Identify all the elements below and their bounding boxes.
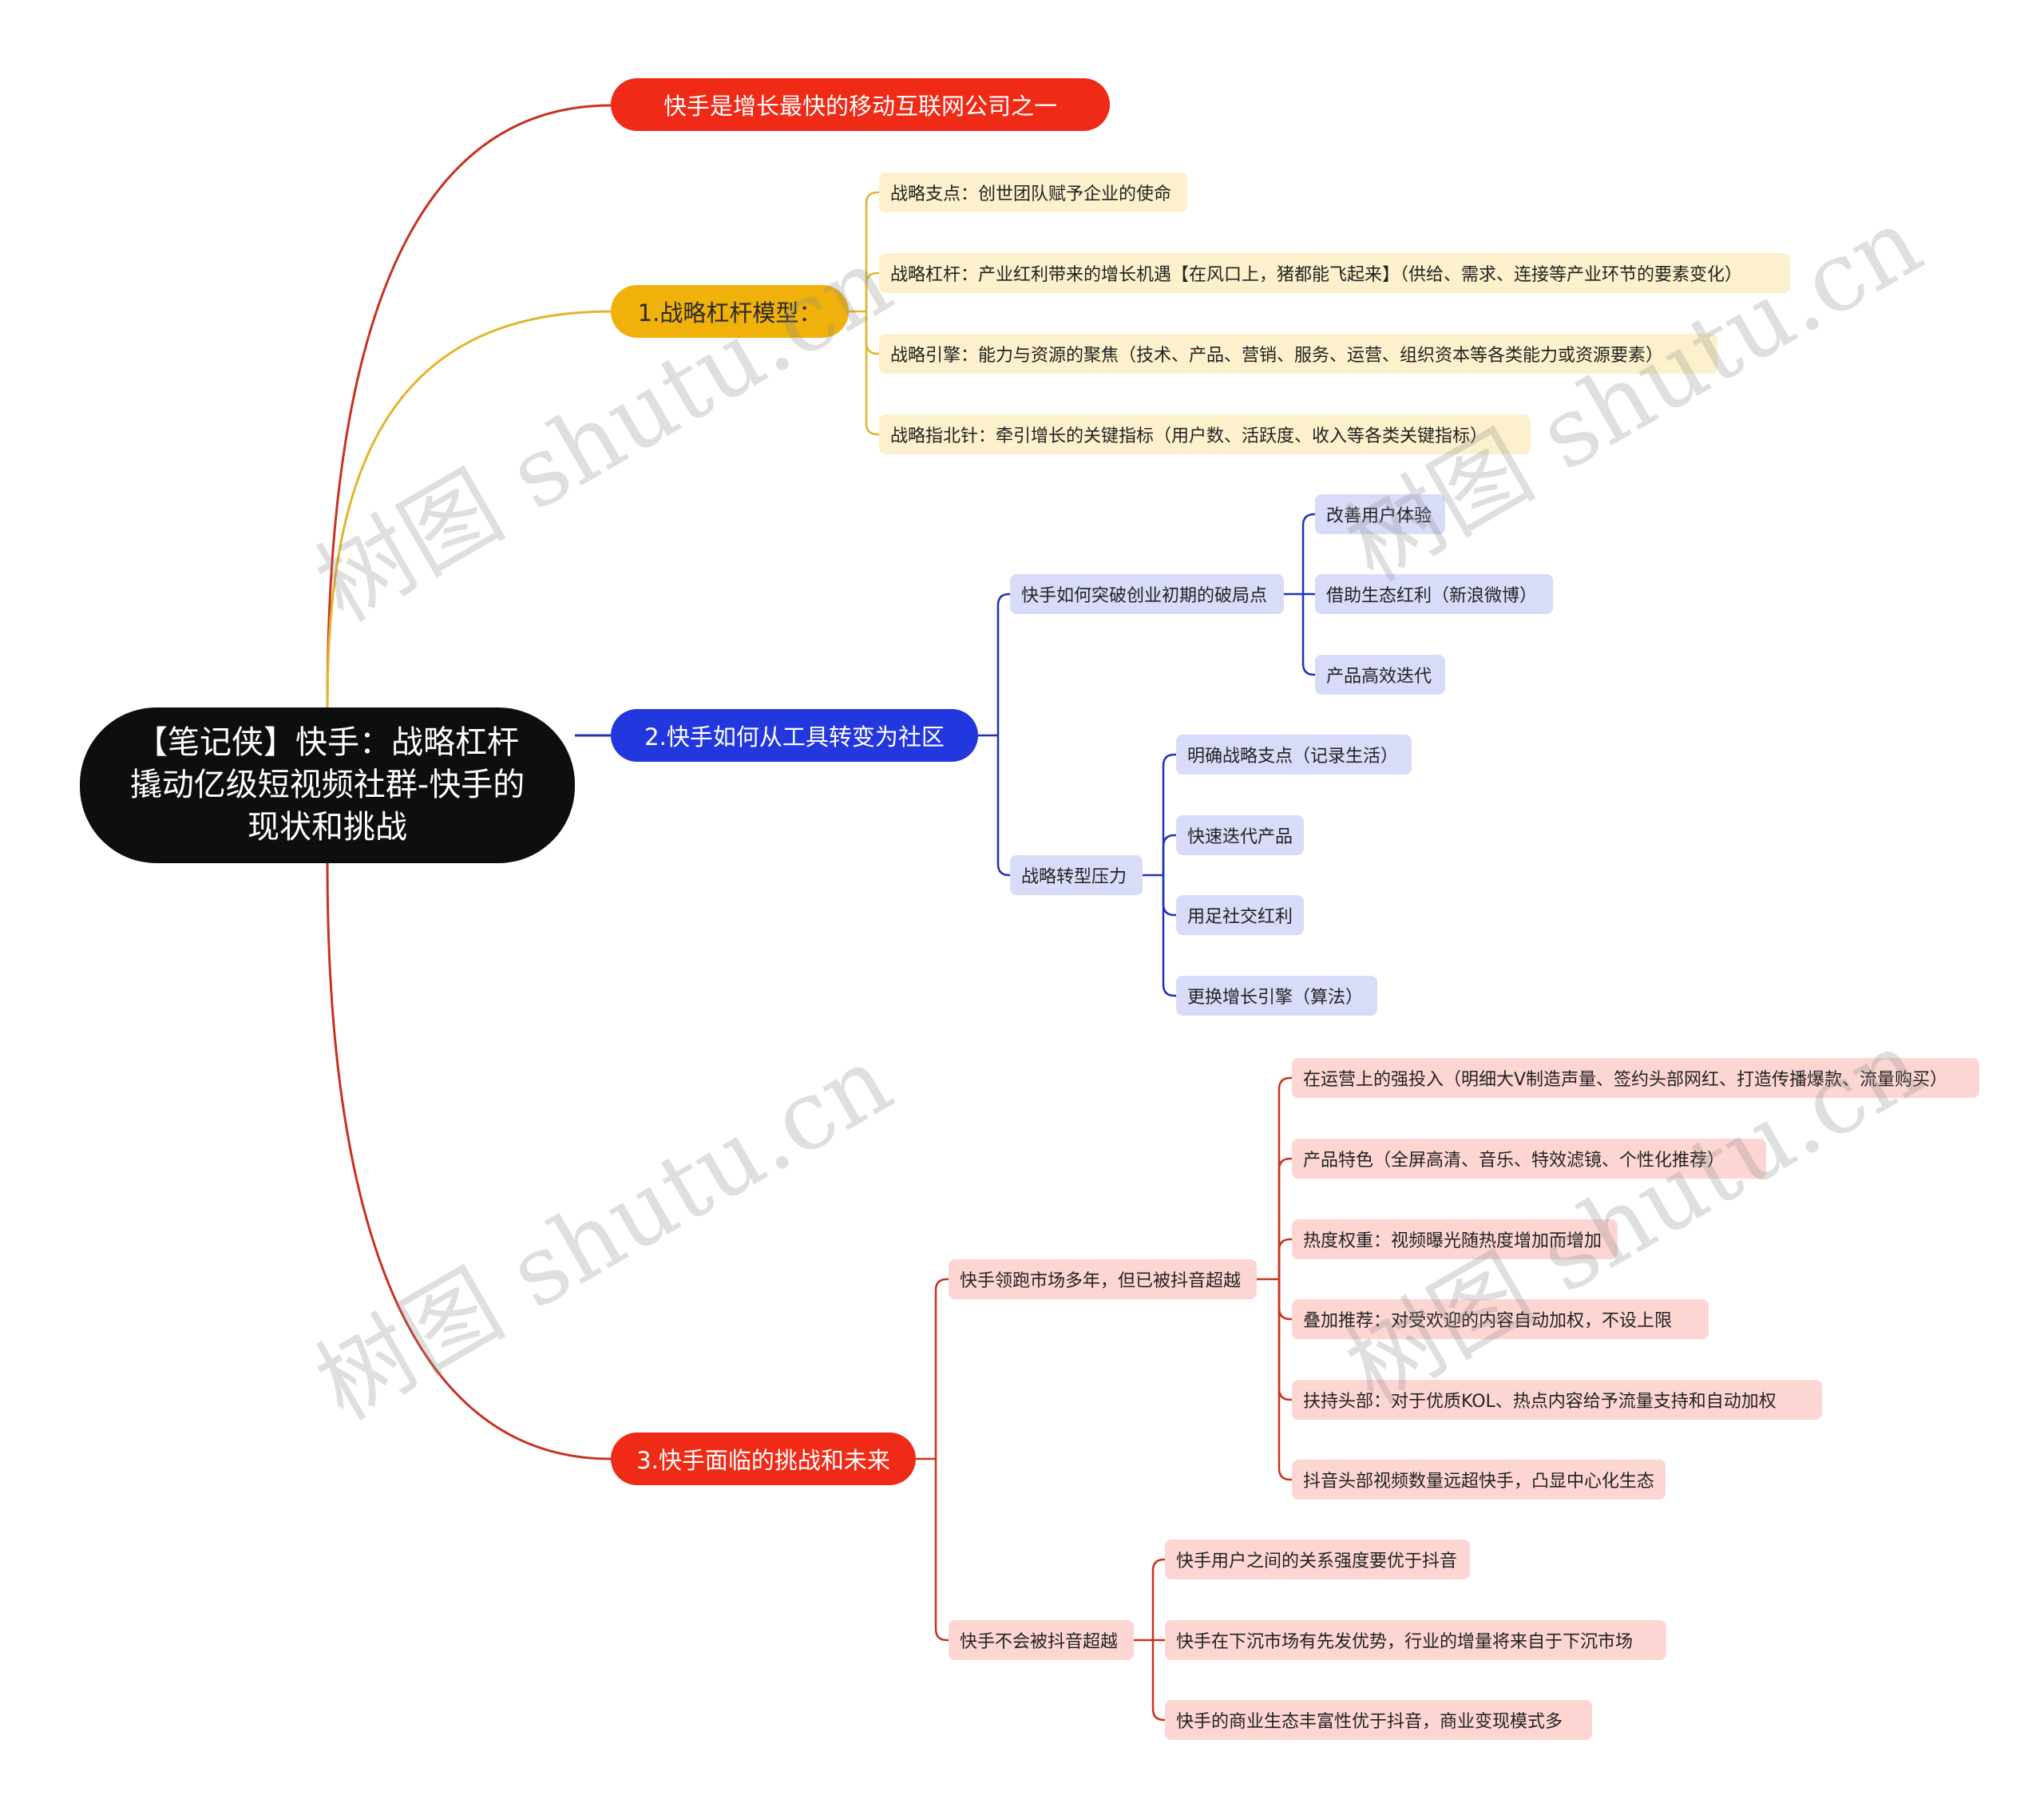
branch-strategy-model-label: 1.战略杠杆模型： xyxy=(637,299,822,327)
connector-line xyxy=(1301,513,1315,594)
branch-tool-to-community-label: 2.快手如何从工具转变为社区 xyxy=(644,723,945,751)
strategy-item[interactable]: 战略引擎：能力与资源的聚焦（技术、产品、营销、服务、运营、组织资本等各类能力或资… xyxy=(879,334,1717,374)
surpassed-item[interactable]: 扶持头部：对于优质KOL、热点内容给予流量支持和自动加权 xyxy=(1292,1380,1822,1420)
connector-line xyxy=(865,191,879,311)
connector-line xyxy=(1162,753,1176,875)
transition-pressure-item[interactable]: 快速迭代产品 xyxy=(1176,815,1304,855)
strategy-item[interactable]: 战略杠杆：产业红利带来的增长机遇【在风口上，猪都能飞起来】（供给、需求、连接等产… xyxy=(879,253,1790,293)
connector-line xyxy=(934,1278,949,1459)
connector-line xyxy=(1278,1279,1292,1481)
connector-line xyxy=(865,311,879,355)
connector-line xyxy=(934,1459,949,1642)
connector-line xyxy=(1278,1279,1292,1401)
not-surpassed-item[interactable]: 快手的商业生态丰富性优于抖音，商业变现模式多 xyxy=(1165,1700,1592,1740)
surpassed-item[interactable]: 叠加推荐：对受欢迎的内容自动加权，不设上限 xyxy=(1292,1299,1709,1339)
connector-line xyxy=(326,862,612,1460)
transition-pressure-item[interactable]: 更换增长引擎（算法） xyxy=(1176,976,1377,1016)
connector-line xyxy=(1278,1279,1292,1321)
strategy-item[interactable]: 战略指北针：牵引增长的关键指标（用户数、活跃度、收入等各类关键指标） xyxy=(879,414,1531,454)
transition-pressure-node[interactable]: 战略转型压力 xyxy=(1010,855,1143,895)
connector-line xyxy=(996,592,1010,735)
branch-tool-to-community[interactable]: 2.快手如何从工具转变为社区 xyxy=(611,709,978,762)
branch-intro-label: 快手是增长最快的移动互联网公司之一 xyxy=(663,93,1057,120)
connector-line xyxy=(865,311,879,436)
transition-pressure-item[interactable]: 用足社交红利 xyxy=(1176,895,1304,935)
strategy-item[interactable]: 战略支点：创世团队赋予企业的使命 xyxy=(879,172,1187,212)
connector-line xyxy=(1162,834,1176,875)
connector-line xyxy=(865,271,879,311)
not-surpassed-node[interactable]: 快手不会被抖音超越 xyxy=(949,1620,1134,1660)
branch-challenges-label: 3.快手面临的挑战和未来 xyxy=(636,1447,890,1474)
surpassed-node[interactable]: 快手领跑市场多年，但已被抖音超越 xyxy=(949,1259,1257,1299)
connector-line xyxy=(1162,875,1176,917)
transition-pressure-item[interactable]: 明确战略支点（记录生活） xyxy=(1176,735,1412,775)
connector-line xyxy=(1278,1238,1292,1279)
breakthrough-node[interactable]: 快手如何突破创业初期的破局点 xyxy=(1010,574,1284,614)
breakthrough-item[interactable]: 改善用户体验 xyxy=(1315,494,1445,534)
connector-line xyxy=(1278,1157,1292,1279)
connector-line xyxy=(326,310,612,708)
surpassed-item[interactable]: 产品特色（全屏高清、音乐、特效滤镜、个性化推荐） xyxy=(1292,1139,1766,1179)
root-node[interactable]: 【笔记侠】快手：战略杠杆撬动亿级短视频社群-快手的现状和挑战 xyxy=(80,707,575,863)
surpassed-item[interactable]: 在运营上的强投入（明细大V制造声量、签约头部网红、打造传播爆款、流量购买） xyxy=(1292,1058,1979,1098)
breakthrough-item[interactable]: 借助生态红利（新浪微博） xyxy=(1315,574,1553,614)
not-surpassed-item[interactable]: 快手用户之间的关系强度要优于抖音 xyxy=(1165,1540,1470,1579)
connector-line xyxy=(1301,594,1315,676)
connector-line xyxy=(326,104,612,708)
connector-line xyxy=(1151,1558,1165,1640)
connector-line xyxy=(1162,875,1176,997)
branch-challenges[interactable]: 3.快手面临的挑战和未来 xyxy=(611,1433,916,1485)
connector-line xyxy=(996,735,1010,877)
branch-strategy-model[interactable]: 1.战略杠杆模型： xyxy=(611,285,849,338)
connector-line xyxy=(1151,1640,1165,1722)
branch-intro[interactable]: 快手是增长最快的移动互联网公司之一 xyxy=(611,78,1110,131)
connector-line xyxy=(1278,1076,1292,1279)
surpassed-item[interactable]: 抖音头部视频数量远超快手，凸显中心化生态 xyxy=(1292,1460,1666,1500)
surpassed-item[interactable]: 热度权重：视频曝光随热度增加而增加 xyxy=(1292,1219,1618,1259)
not-surpassed-item[interactable]: 快手在下沉市场有先发优势，行业的增量将来自于下沉市场 xyxy=(1165,1620,1666,1660)
root-title: 【笔记侠】快手：战略杠杆撬动亿级短视频社群-快手的现状和挑战 xyxy=(129,724,525,846)
breakthrough-item[interactable]: 产品高效迭代 xyxy=(1315,655,1445,695)
